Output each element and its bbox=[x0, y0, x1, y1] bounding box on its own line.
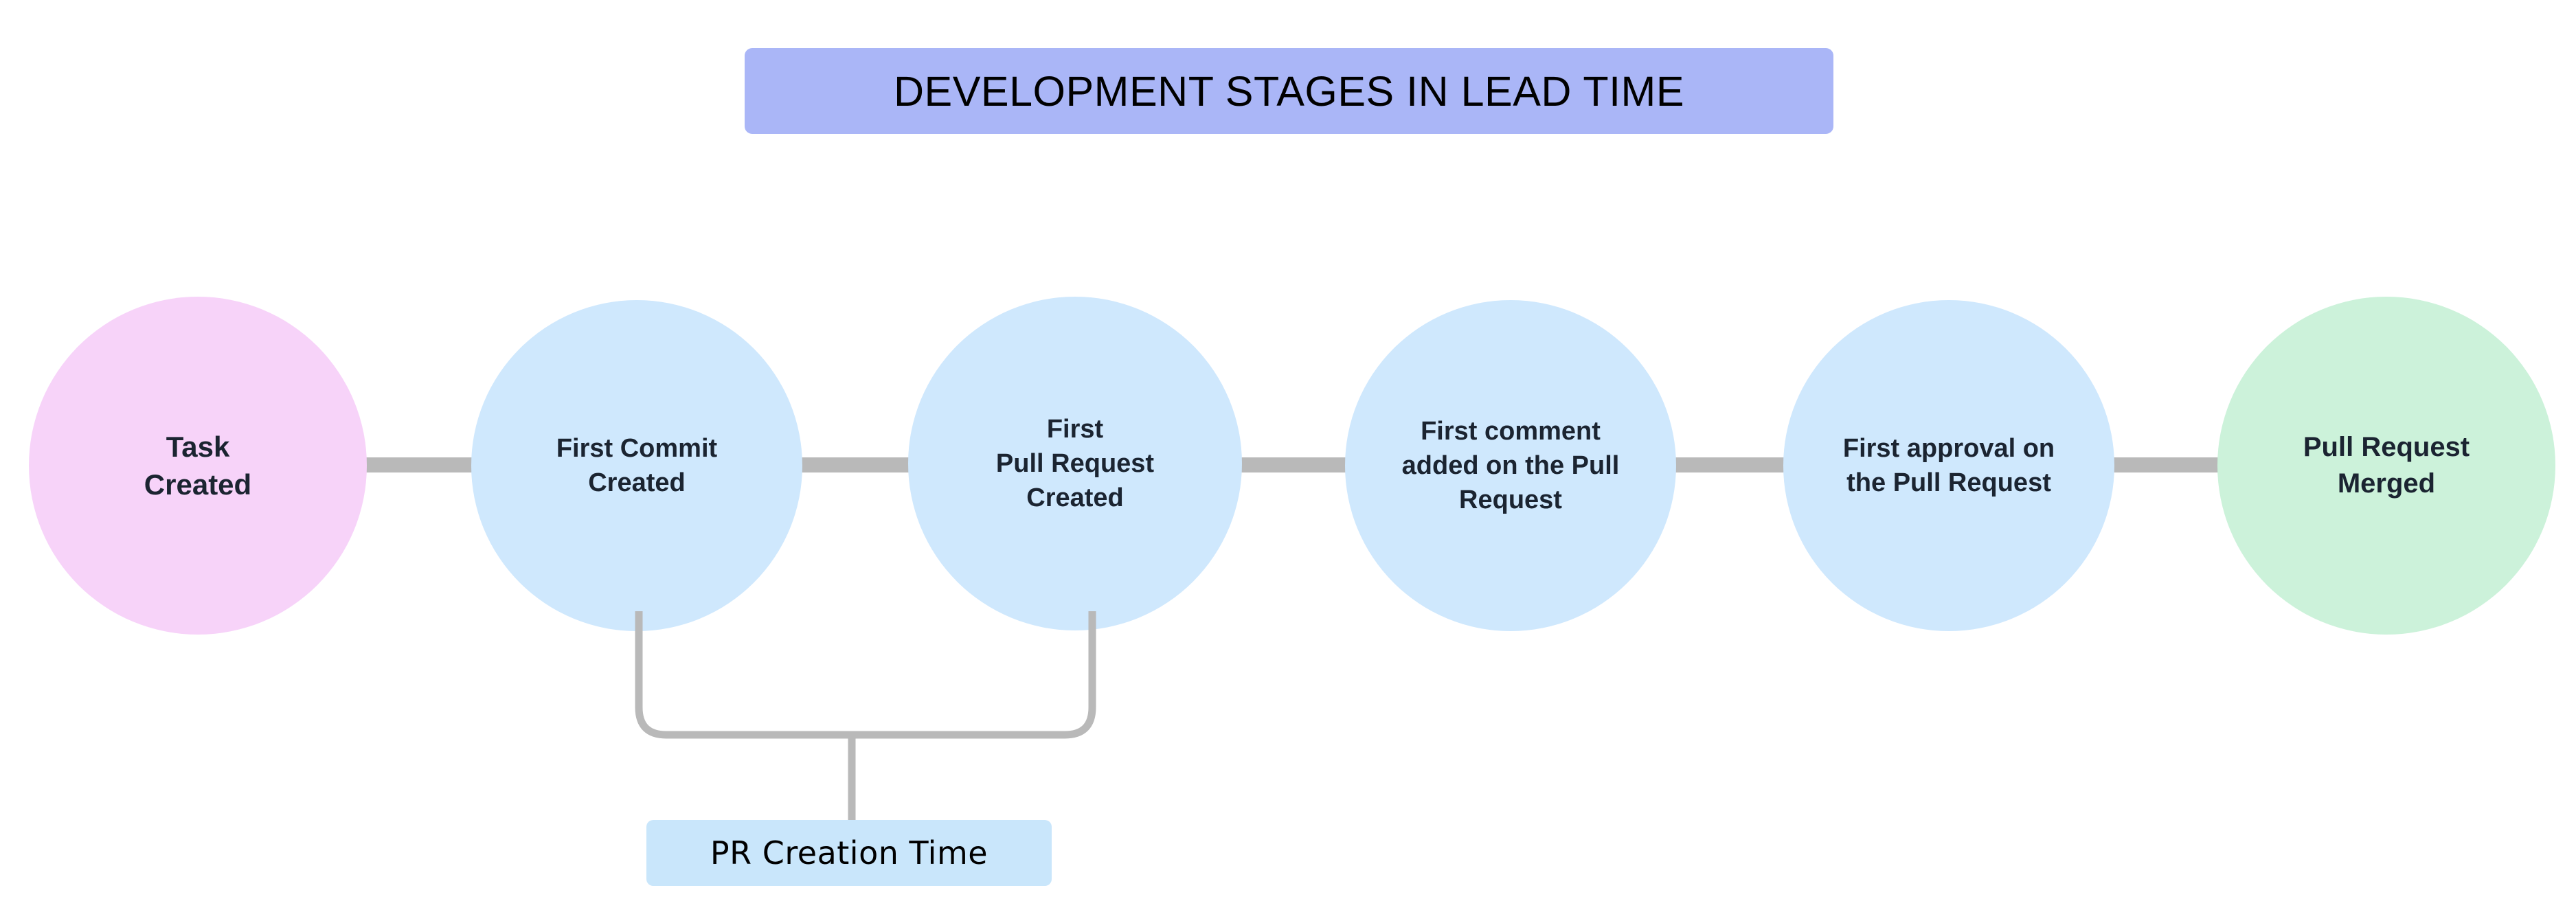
edge-first-commit-to-first-pr bbox=[800, 457, 911, 472]
node-first-comment[interactable]: First comment added on the Pull Request bbox=[1345, 300, 1676, 631]
annotation-pr-creation-time[interactable]: PR Creation Time bbox=[646, 820, 1052, 886]
node-task-created[interactable]: Task Created bbox=[29, 297, 367, 635]
node-first-approval[interactable]: First approval on the Pull Request bbox=[1783, 300, 2114, 631]
annotation-bracket bbox=[635, 611, 1096, 824]
diagram-title-text: DEVELOPMENT STAGES IN LEAD TIME bbox=[893, 67, 1685, 115]
node-pull-request-merged-label: Pull Request Merged bbox=[2303, 432, 2470, 499]
node-task-created-label: Task Created bbox=[144, 430, 252, 501]
edge-first-approval-to-pr-merged bbox=[2112, 457, 2220, 472]
edge-first-comment-to-first-approval bbox=[1673, 457, 1786, 472]
node-first-commit[interactable]: First Commit Created bbox=[471, 300, 802, 631]
bracket-path bbox=[635, 611, 1096, 739]
node-first-pull-request-label: First Pull Request Created bbox=[995, 414, 1155, 513]
node-first-commit-label: First Commit Created bbox=[556, 433, 718, 497]
node-pull-request-merged[interactable]: Pull Request Merged bbox=[2217, 297, 2555, 635]
edge-first-pr-to-first-comment bbox=[1239, 457, 1348, 472]
node-first-approval-label: First approval on the Pull Request bbox=[1842, 433, 2055, 497]
node-first-pull-request[interactable]: First Pull Request Created bbox=[908, 297, 1242, 630]
node-first-comment-label: First comment added on the Pull Request bbox=[1401, 416, 1620, 515]
edge-task-created-to-first-commit bbox=[364, 457, 474, 472]
diagram-title-banner: DEVELOPMENT STAGES IN LEAD TIME bbox=[745, 48, 1833, 134]
annotation-pr-creation-time-label: PR Creation Time bbox=[710, 834, 988, 871]
